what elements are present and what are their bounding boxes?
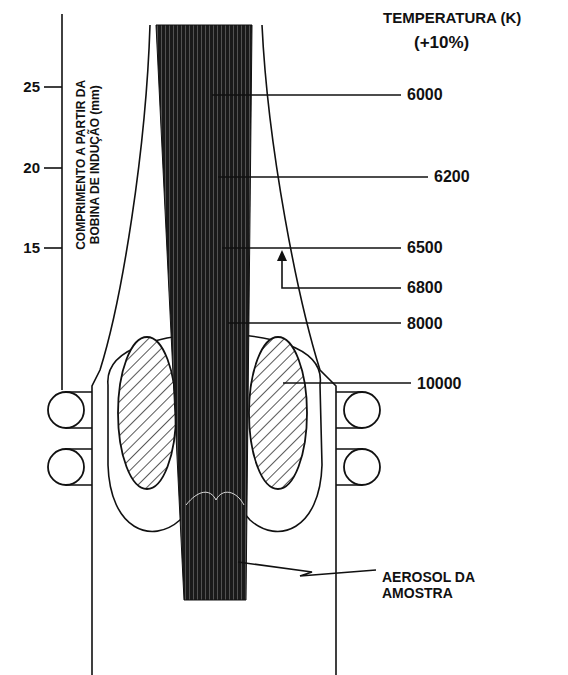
induction-coil [344,449,380,485]
leader-line [228,322,401,324]
channel-detail [186,492,244,505]
axis-value: 25 [23,78,40,95]
temperature-value: 6000 [407,86,443,104]
leader-line [218,176,428,178]
axis-title: COMPRIMENTO A PARTIR DA BOBINA DE INDUÇÃ… [75,65,103,265]
hot-region [249,337,307,489]
arrow-head [277,250,287,261]
leader-line [238,562,376,576]
axis-heading: TEMPERATURA (K) [383,9,521,26]
axis-line [61,14,63,390]
induction-coil [344,392,380,428]
temperature-value: 10000 [417,375,462,393]
induction-coil [48,449,84,485]
axis-tick [44,167,62,169]
axis-value: 20 [23,159,40,176]
aerosol-channel [156,25,252,600]
induction-coil [48,392,84,428]
leader-line [222,247,401,249]
axis-tick [44,247,62,249]
hot-region [118,337,176,489]
temperature-value: 6200 [434,168,470,186]
leader-line [283,382,411,384]
temperature-value: 6800 [407,279,443,297]
temperature-value: 8000 [407,315,443,333]
leader-line [212,94,401,96]
temperature-value: 6500 [407,239,443,257]
tolerance-note: (+10%) [414,33,469,53]
leader-line [282,256,401,288]
axis-value: 15 [23,239,40,256]
part-label: AEROSOL DA AMOSTRA [382,569,500,601]
axis-tick [44,86,62,88]
